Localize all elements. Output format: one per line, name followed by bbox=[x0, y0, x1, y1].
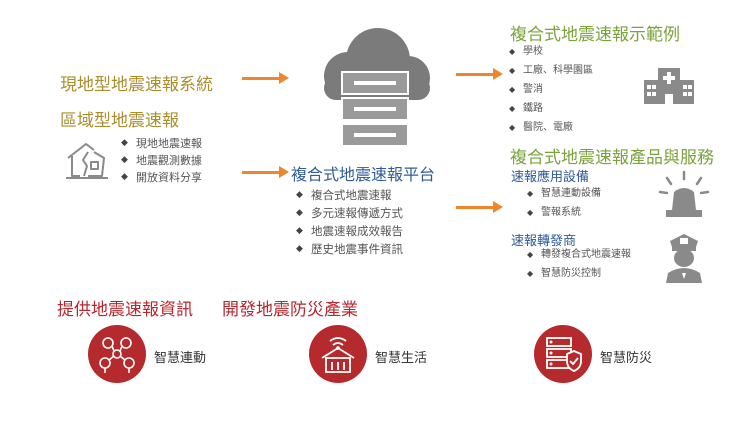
police-officer-icon bbox=[662, 231, 706, 283]
demo-bullet-list: 學校 工廠、科學園區 警消 鐵路 醫院、電廠 bbox=[509, 42, 593, 137]
cloud-server-icon bbox=[310, 20, 440, 158]
list-item: 現地地震速報 bbox=[121, 135, 202, 152]
list-item: 複合式地震速報 bbox=[296, 186, 403, 204]
list-item: 鐵路 bbox=[509, 99, 593, 118]
list-item: 歷史地震事件資訊 bbox=[296, 240, 403, 258]
list-item: 轉發複合式地震速報 bbox=[527, 245, 631, 264]
arrow-icon bbox=[242, 72, 289, 84]
center-bullet-list: 複合式地震速報 多元速報傳遞方式 地震速報成效報告 歷史地震事件資訊 bbox=[296, 186, 403, 258]
server-shield-icon bbox=[534, 325, 592, 383]
devices-subtitle: 速報應用設備 bbox=[511, 170, 590, 185]
arrow-icon bbox=[456, 201, 503, 213]
left-bullet-list: 現地地震速報 地震觀測數據 開放資料分享 bbox=[121, 135, 202, 186]
list-item: 工廠、科學園區 bbox=[509, 61, 593, 80]
arrow-icon bbox=[242, 166, 289, 178]
arrow-icon bbox=[456, 68, 503, 80]
damaged-house-icon bbox=[64, 138, 110, 182]
resellers-bullet-list: 轉發複合式地震速報 智慧防災控制 bbox=[527, 245, 631, 283]
list-item: 智慧防災控制 bbox=[527, 264, 631, 283]
list-item: 警報系統 bbox=[527, 203, 601, 222]
siren-icon bbox=[658, 170, 710, 220]
list-item: 警消 bbox=[509, 80, 593, 99]
list-item: 學校 bbox=[509, 42, 593, 61]
smart-linkage-label: 智慧連動 bbox=[154, 351, 207, 366]
demo-title: 複合式地震速報示範例 bbox=[510, 25, 680, 45]
smart-life-label: 智慧生活 bbox=[375, 351, 428, 366]
provide-info-title: 提供地震速報資訊 bbox=[57, 300, 193, 320]
smart-home-icon bbox=[309, 325, 367, 383]
platform-title: 複合式地震速報平台 bbox=[291, 165, 436, 184]
list-item: 地震速報成效報告 bbox=[296, 222, 403, 240]
list-item: 醫院、電廠 bbox=[509, 118, 593, 137]
list-item: 智慧連動設備 bbox=[527, 184, 601, 203]
devices-bullet-list: 智慧連動設備 警報系統 bbox=[527, 184, 601, 222]
smart-disaster-prevention-label: 智慧防災 bbox=[600, 351, 653, 366]
list-item: 開放資料分享 bbox=[121, 169, 202, 186]
hospital-icon bbox=[642, 64, 696, 106]
local-system-title: 現地型地震速報系統 bbox=[60, 75, 213, 95]
list-item: 地震觀測數據 bbox=[121, 152, 202, 169]
network-people-icon bbox=[88, 325, 146, 383]
regional-title: 區域型地震速報 bbox=[60, 111, 179, 131]
list-item: 多元速報傳遞方式 bbox=[296, 204, 403, 222]
products-title: 複合式地震速報產品與服務 bbox=[510, 148, 714, 168]
develop-industry-title: 開發地震防災產業 bbox=[222, 300, 358, 320]
